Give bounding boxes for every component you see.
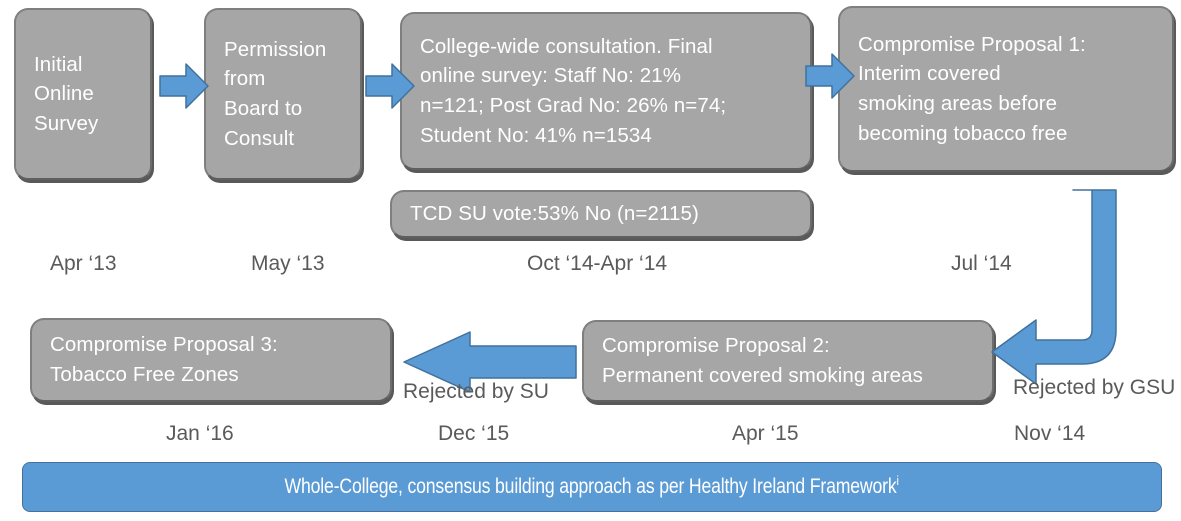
node-compromise-proposal-3-label: Compromise Proposal 3: Tobacco Free Zone… xyxy=(50,333,278,386)
node-compromise-proposal-2-label: Compromise Proposal 2: Permanent covered… xyxy=(602,334,924,387)
date-label-nov-14: Nov ‘14 xyxy=(1014,422,1086,445)
date-label-dec-15: Dec ‘15 xyxy=(438,422,510,445)
date-label-may-13: May ‘13 xyxy=(251,252,325,275)
date-label-apr-13: Apr ‘13 xyxy=(50,252,117,275)
arrow-elbow-curved-icon xyxy=(991,189,1117,385)
node-college-wide-consultation-label: College-wide consultation. Final online … xyxy=(420,34,727,147)
node-permission-from-board-label: Permission from Board to Consult xyxy=(224,37,327,150)
summary-banner-superscript: i xyxy=(896,473,900,488)
date-label-jan-16: Jan ‘16 xyxy=(166,422,234,445)
node-initial-online-survey-label: Initial Online Survey xyxy=(34,52,99,135)
node-compromise-proposal-1[interactable]: Compromise Proposal 1: Interim covered s… xyxy=(838,6,1174,172)
date-label-jul-14: Jul ‘14 xyxy=(951,252,1012,275)
summary-banner-main: Whole-College, consensus building approa… xyxy=(284,475,897,498)
edge-label-rejected-by-su: Rejected by SU xyxy=(403,380,549,403)
edge-label-rejected-by-gsu: Rejected by GSU xyxy=(1013,376,1176,399)
node-permission-from-board[interactable]: Permission from Board to Consult xyxy=(204,8,362,180)
node-compromise-proposal-2[interactable]: Compromise Proposal 2: Permanent covered… xyxy=(582,320,994,402)
summary-banner[interactable]: Whole-College, consensus building approa… xyxy=(22,462,1162,512)
node-compromise-proposal-1-label: Compromise Proposal 1: Interim covered s… xyxy=(858,32,1086,145)
node-tcd-su-vote[interactable]: TCD SU vote:53% No (n=2115) xyxy=(390,190,812,238)
arrow-right-icon-1 xyxy=(159,63,209,109)
date-label-apr-15: Apr ‘15 xyxy=(732,422,799,445)
date-label-oct-14-apr-14: Oct ‘14-Apr ‘14 xyxy=(527,252,668,275)
node-tcd-su-vote-label: TCD SU vote:53% No (n=2115) xyxy=(410,202,699,226)
node-college-wide-consultation[interactable]: College-wide consultation. Final online … xyxy=(400,12,812,170)
summary-banner-text: Whole-College, consensus building approa… xyxy=(284,473,900,499)
node-initial-online-survey[interactable]: Initial Online Survey xyxy=(14,8,152,180)
node-compromise-proposal-3[interactable]: Compromise Proposal 3: Tobacco Free Zone… xyxy=(30,318,392,402)
